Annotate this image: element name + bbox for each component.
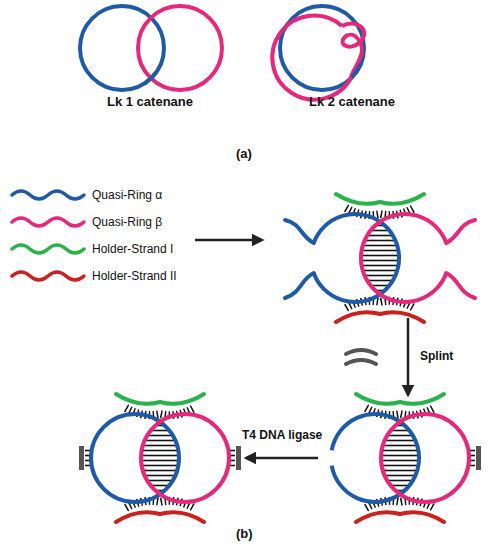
quasi-ring-assembly — [285, 194, 475, 322]
figure-label: Lk 2 catenane — [309, 94, 395, 110]
figure-label: Lk 1 catenane — [107, 94, 193, 110]
splinted-rings — [332, 394, 481, 522]
legend-strands — [12, 191, 84, 280]
figure-label: (b) — [236, 526, 253, 542]
ligated-catenane — [79, 394, 241, 522]
splint-symbol — [346, 350, 376, 364]
lk1-catenane — [80, 6, 222, 90]
legend-text: Quasi-Ring α — [92, 188, 162, 202]
figure-label: T4 DNA ligase — [242, 428, 322, 442]
legend-text: Quasi-Ring β — [92, 215, 162, 229]
lk2-catenane — [272, 6, 364, 100]
figure-label: Splint — [420, 349, 453, 363]
legend-text: Holder-Strand II — [92, 269, 177, 283]
figure-label: (a) — [236, 146, 252, 162]
legend-text: Holder-Strand I — [92, 242, 173, 256]
